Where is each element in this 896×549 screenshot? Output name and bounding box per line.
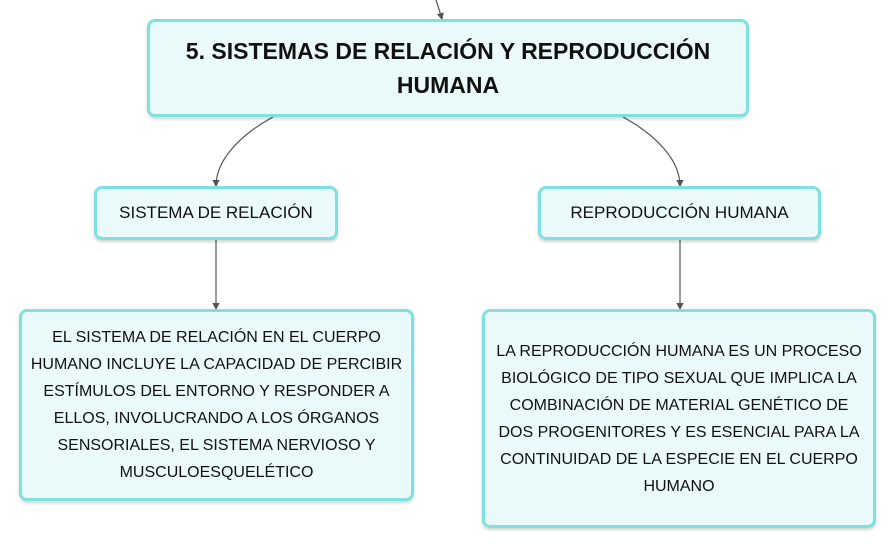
connector-main-to-relation (212, 116, 274, 188)
main-topic-title: 5. SISTEMAS DE RELACIÓN Y REPRODUCCIÓN H… (185, 38, 711, 98)
human-reproduction-node[interactable]: REPRODUCCIÓN HUMANA (538, 186, 821, 240)
connector-main-to-reproduction (622, 116, 684, 188)
human-reproduction-description-node[interactable]: LA REPRODUCCIÓN HUMANA ES UN PROCESO BIO… (482, 309, 876, 528)
connector-incoming-top (435, 0, 444, 21)
main-topic-node[interactable]: 5. SISTEMAS DE RELACIÓN Y REPRODUCCIÓN H… (147, 19, 749, 117)
relation-system-description-node[interactable]: EL SISTEMA DE RELACIÓN EN EL CUERPO HUMA… (19, 309, 414, 501)
human-reproduction-description: LA REPRODUCCIÓN HUMANA ES UN PROCESO BIO… (496, 342, 862, 495)
relation-system-description: EL SISTEMA DE RELACIÓN EN EL CUERPO HUMA… (30, 329, 403, 481)
relation-system-node[interactable]: SISTEMA DE RELACIÓN (94, 186, 338, 240)
human-reproduction-label: REPRODUCCIÓN HUMANA (570, 203, 789, 222)
relation-system-label: SISTEMA DE RELACIÓN (119, 203, 313, 222)
